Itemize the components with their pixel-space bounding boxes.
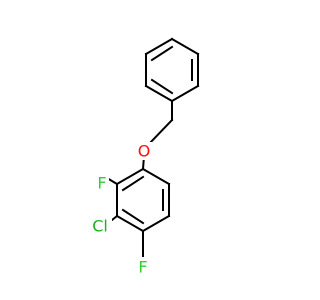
fluorine-upper-atom-label: F (97, 174, 106, 193)
bond (141, 167, 171, 186)
atom-labels: O F Cl F (88, 142, 152, 277)
molecule-structure-canvas: O F Cl F (88, 37, 200, 277)
fluorine-lower-label-background (136, 258, 150, 276)
bond (115, 167, 145, 186)
aromatic-inner-bond (121, 175, 145, 192)
benzyl-phenyl-ring (144, 37, 200, 103)
oxygen-label-background (136, 142, 152, 160)
bond (115, 214, 145, 233)
chlorine-atom-label: Cl (92, 217, 108, 236)
bond (144, 37, 174, 56)
fluorine-upper-label-background (95, 174, 109, 192)
bond (170, 37, 200, 56)
bond (170, 84, 200, 103)
bond (144, 84, 174, 103)
ch2-oxygen-bond (147, 118, 174, 146)
aromatic-inner-bond (150, 45, 174, 62)
aromatic-inner-bond (121, 208, 145, 225)
bond (141, 214, 171, 233)
substituted-phenyl-ring (115, 167, 171, 233)
oxygen-atom-label: O (138, 142, 151, 161)
chlorine-bond (110, 214, 119, 222)
aromatic-inner-bond (150, 78, 174, 95)
chlorine-label-background (88, 217, 112, 235)
fluorine-lower-atom-label: F (138, 258, 147, 277)
